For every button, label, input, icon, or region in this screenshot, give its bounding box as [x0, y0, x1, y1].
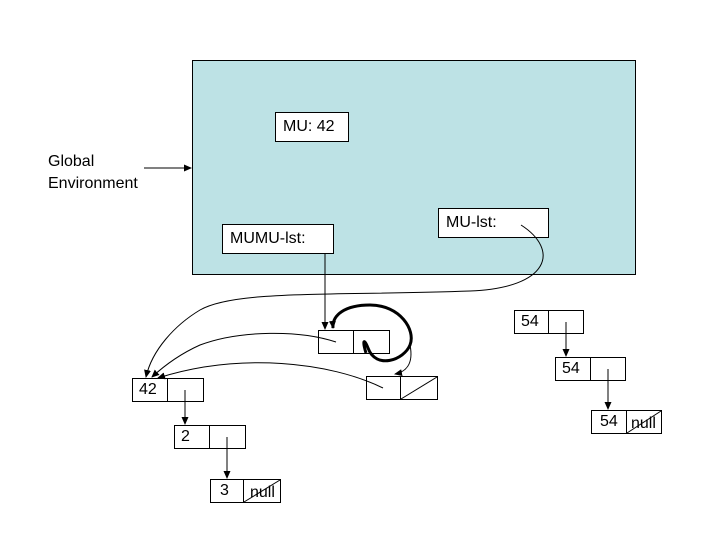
list-two-value-3: 54: [600, 413, 618, 430]
list-one-value-2: 2: [181, 428, 190, 445]
list-two-null-slash: [626, 410, 662, 434]
binding-mu-lst: MU-lst:: [438, 208, 549, 238]
mumu-car-pointer-1: [151, 332, 337, 378]
list-two-null-label: null: [631, 415, 656, 432]
list-one-value-3: 3: [220, 482, 229, 499]
list-two-value-1: 54: [521, 313, 539, 330]
binding-mumu-lst: MUMU-lst:: [222, 224, 334, 254]
binding-mu: MU: 42: [275, 112, 349, 142]
global-label-line-1: Global: [48, 153, 95, 170]
list-two-node-2-car: 54: [555, 357, 591, 381]
list-two-value-2: 54: [562, 360, 580, 377]
mumu-node-2-null-slash: [400, 376, 438, 400]
mumu-cdr-pointer: [394, 344, 412, 377]
list-two-node-3-car: 54: [591, 410, 627, 434]
list-one-null-slash: [243, 479, 281, 503]
mumu-node-2-car: [366, 376, 401, 400]
list-one-node-1-car: 42: [132, 378, 168, 402]
mu-lst-pointer: [144, 224, 544, 378]
mumu-car-pointer-2: [157, 362, 384, 389]
list-one-node-2-car: 2: [174, 425, 210, 449]
global-label-line-2: Environment: [48, 175, 138, 192]
list-one-node-3-car: 3: [210, 479, 244, 503]
list-one-null-label: null: [250, 484, 275, 501]
list-two-node-1-car: 54: [514, 310, 549, 334]
mumu-circular-pointer: [328, 303, 413, 363]
list-one-value-1: 42: [139, 381, 157, 398]
